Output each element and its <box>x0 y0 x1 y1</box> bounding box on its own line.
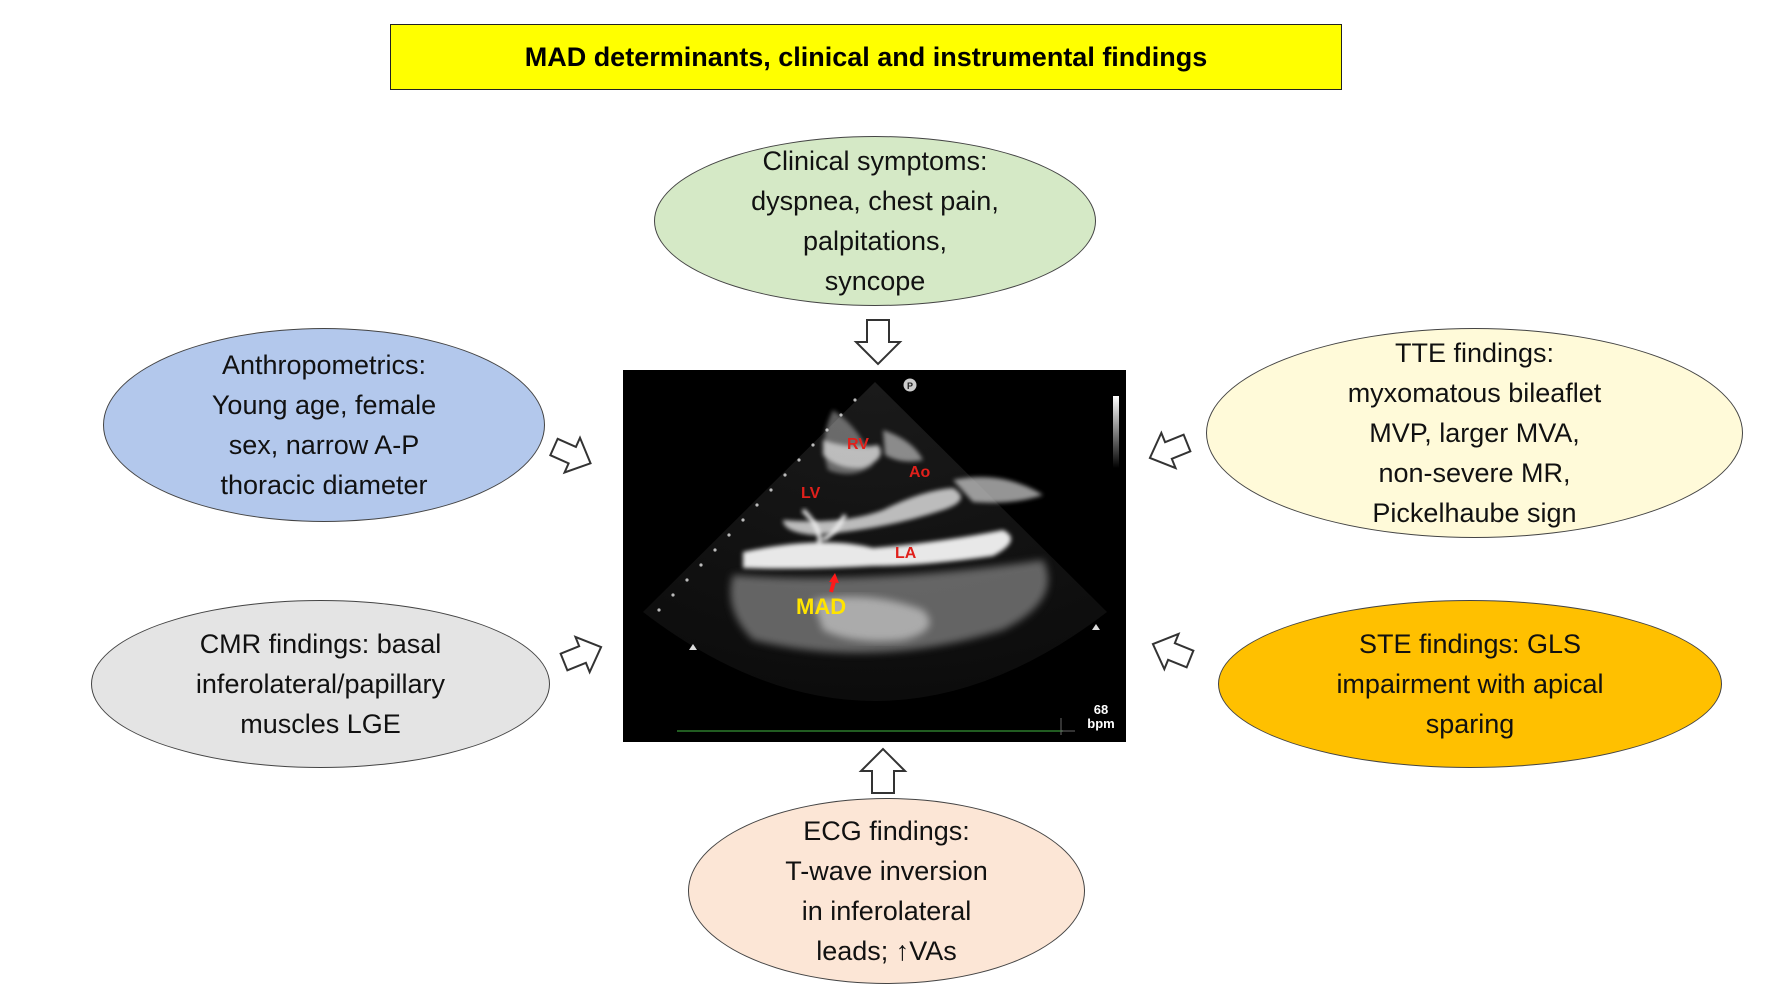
diagram-title: MAD determinants, clinical and instrumen… <box>390 24 1342 90</box>
anthropometrics-node: Anthropometrics: Young age, female sex, … <box>103 328 545 522</box>
ecg-findings-node: ECG findings: T-wave inversion in infero… <box>688 798 1085 984</box>
label-la: LA <box>895 545 917 562</box>
arrow-right-icon <box>559 635 603 675</box>
cardiac-tissue <box>783 410 1043 535</box>
probe-marker-label: P <box>907 381 913 391</box>
mitral-leaflets <box>801 508 847 547</box>
tte-findings-node: TTE findings: myxomatous bileaflet MVP, … <box>1206 328 1743 538</box>
arrow-left-icon <box>1148 430 1192 470</box>
depth-marker-dots <box>657 398 857 612</box>
focus-marker-left <box>689 644 697 650</box>
ecg-findings-text: ECG findings: T-wave inversion in infero… <box>785 816 988 966</box>
cmr-findings-text: CMR findings: basal inferolateral/papill… <box>195 629 446 739</box>
heart-rate-unit: bpm <box>1087 716 1114 731</box>
label-ao: Ao <box>909 464 931 481</box>
arrow-right-icon <box>549 435 592 475</box>
label-rv: RV <box>847 436 869 453</box>
echocardiogram-image: RV Ao LV LA MAD P 68 bpm <box>623 370 1126 742</box>
arrow-up-icon <box>858 747 908 794</box>
ste-findings-text: STE findings: GLS impairment with apical… <box>1336 629 1604 739</box>
ultrasound-sector <box>643 382 1107 701</box>
focus-marker-right <box>1092 624 1100 630</box>
tte-findings-text: TTE findings: myxomatous bileaflet MVP, … <box>1347 338 1602 528</box>
posterior-wall <box>743 530 1011 569</box>
arrow-down-icon <box>853 319 903 366</box>
grayscale-bar <box>1113 396 1119 468</box>
label-lv: LV <box>801 485 821 502</box>
anthropometrics-text: Anthropometrics: Young age, female sex, … <box>211 350 437 500</box>
heart-rate-value: 68 <box>1094 702 1108 717</box>
probe-marker-icon <box>903 378 917 392</box>
label-mad: MAD <box>796 594 846 619</box>
ste-findings-node: STE findings: GLS impairment with apical… <box>1218 600 1722 768</box>
cmr-findings-node: CMR findings: basal inferolateral/papill… <box>91 600 550 768</box>
clinical-symptoms-text: Clinical symptoms: dyspnea, chest pain, … <box>751 146 999 296</box>
clinical-symptoms-node: Clinical symptoms: dyspnea, chest pain, … <box>654 136 1096 306</box>
arrow-left-icon <box>1151 632 1195 672</box>
